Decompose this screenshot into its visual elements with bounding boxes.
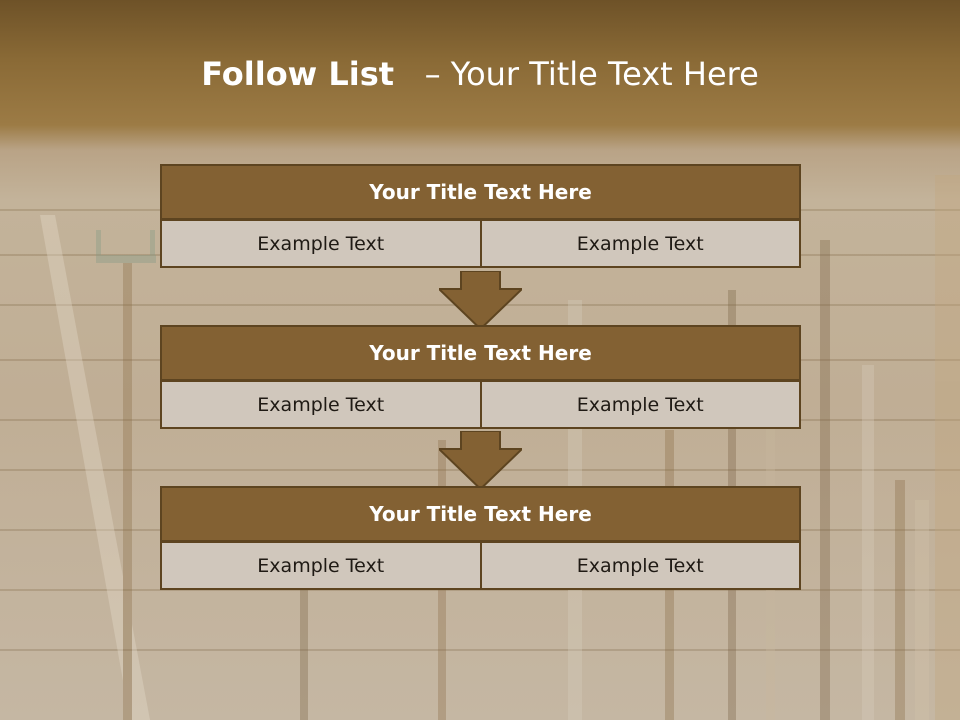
- block-2-title: Your Title Text Here: [160, 325, 801, 381]
- block-1-right-text: Example Text: [481, 219, 801, 268]
- block-2-left-text: Example Text: [160, 380, 482, 429]
- down-arrow-icon: [439, 431, 522, 491]
- list-block-3: Your Title Text Here Example Text Exampl…: [160, 486, 801, 590]
- list-block-1: Your Title Text Here Example Text Exampl…: [160, 164, 801, 268]
- block-1-left-text: Example Text: [160, 219, 482, 268]
- block-2-row: Example Text Example Text: [160, 380, 801, 429]
- block-3-title: Your Title Text Here: [160, 486, 801, 542]
- slide-title: Follow List – Your Title Text Here: [0, 55, 960, 93]
- block-1-title: Your Title Text Here: [160, 164, 801, 220]
- block-1-row: Example Text Example Text: [160, 219, 801, 268]
- title-bold: Follow List: [201, 55, 395, 93]
- title-rest: – Your Title Text Here: [424, 55, 759, 93]
- block-3-row: Example Text Example Text: [160, 541, 801, 590]
- block-2-right-text: Example Text: [481, 380, 801, 429]
- down-arrow-icon: [439, 271, 522, 331]
- list-block-2: Your Title Text Here Example Text Exampl…: [160, 325, 801, 429]
- block-3-left-text: Example Text: [160, 541, 482, 590]
- block-3-right-text: Example Text: [481, 541, 801, 590]
